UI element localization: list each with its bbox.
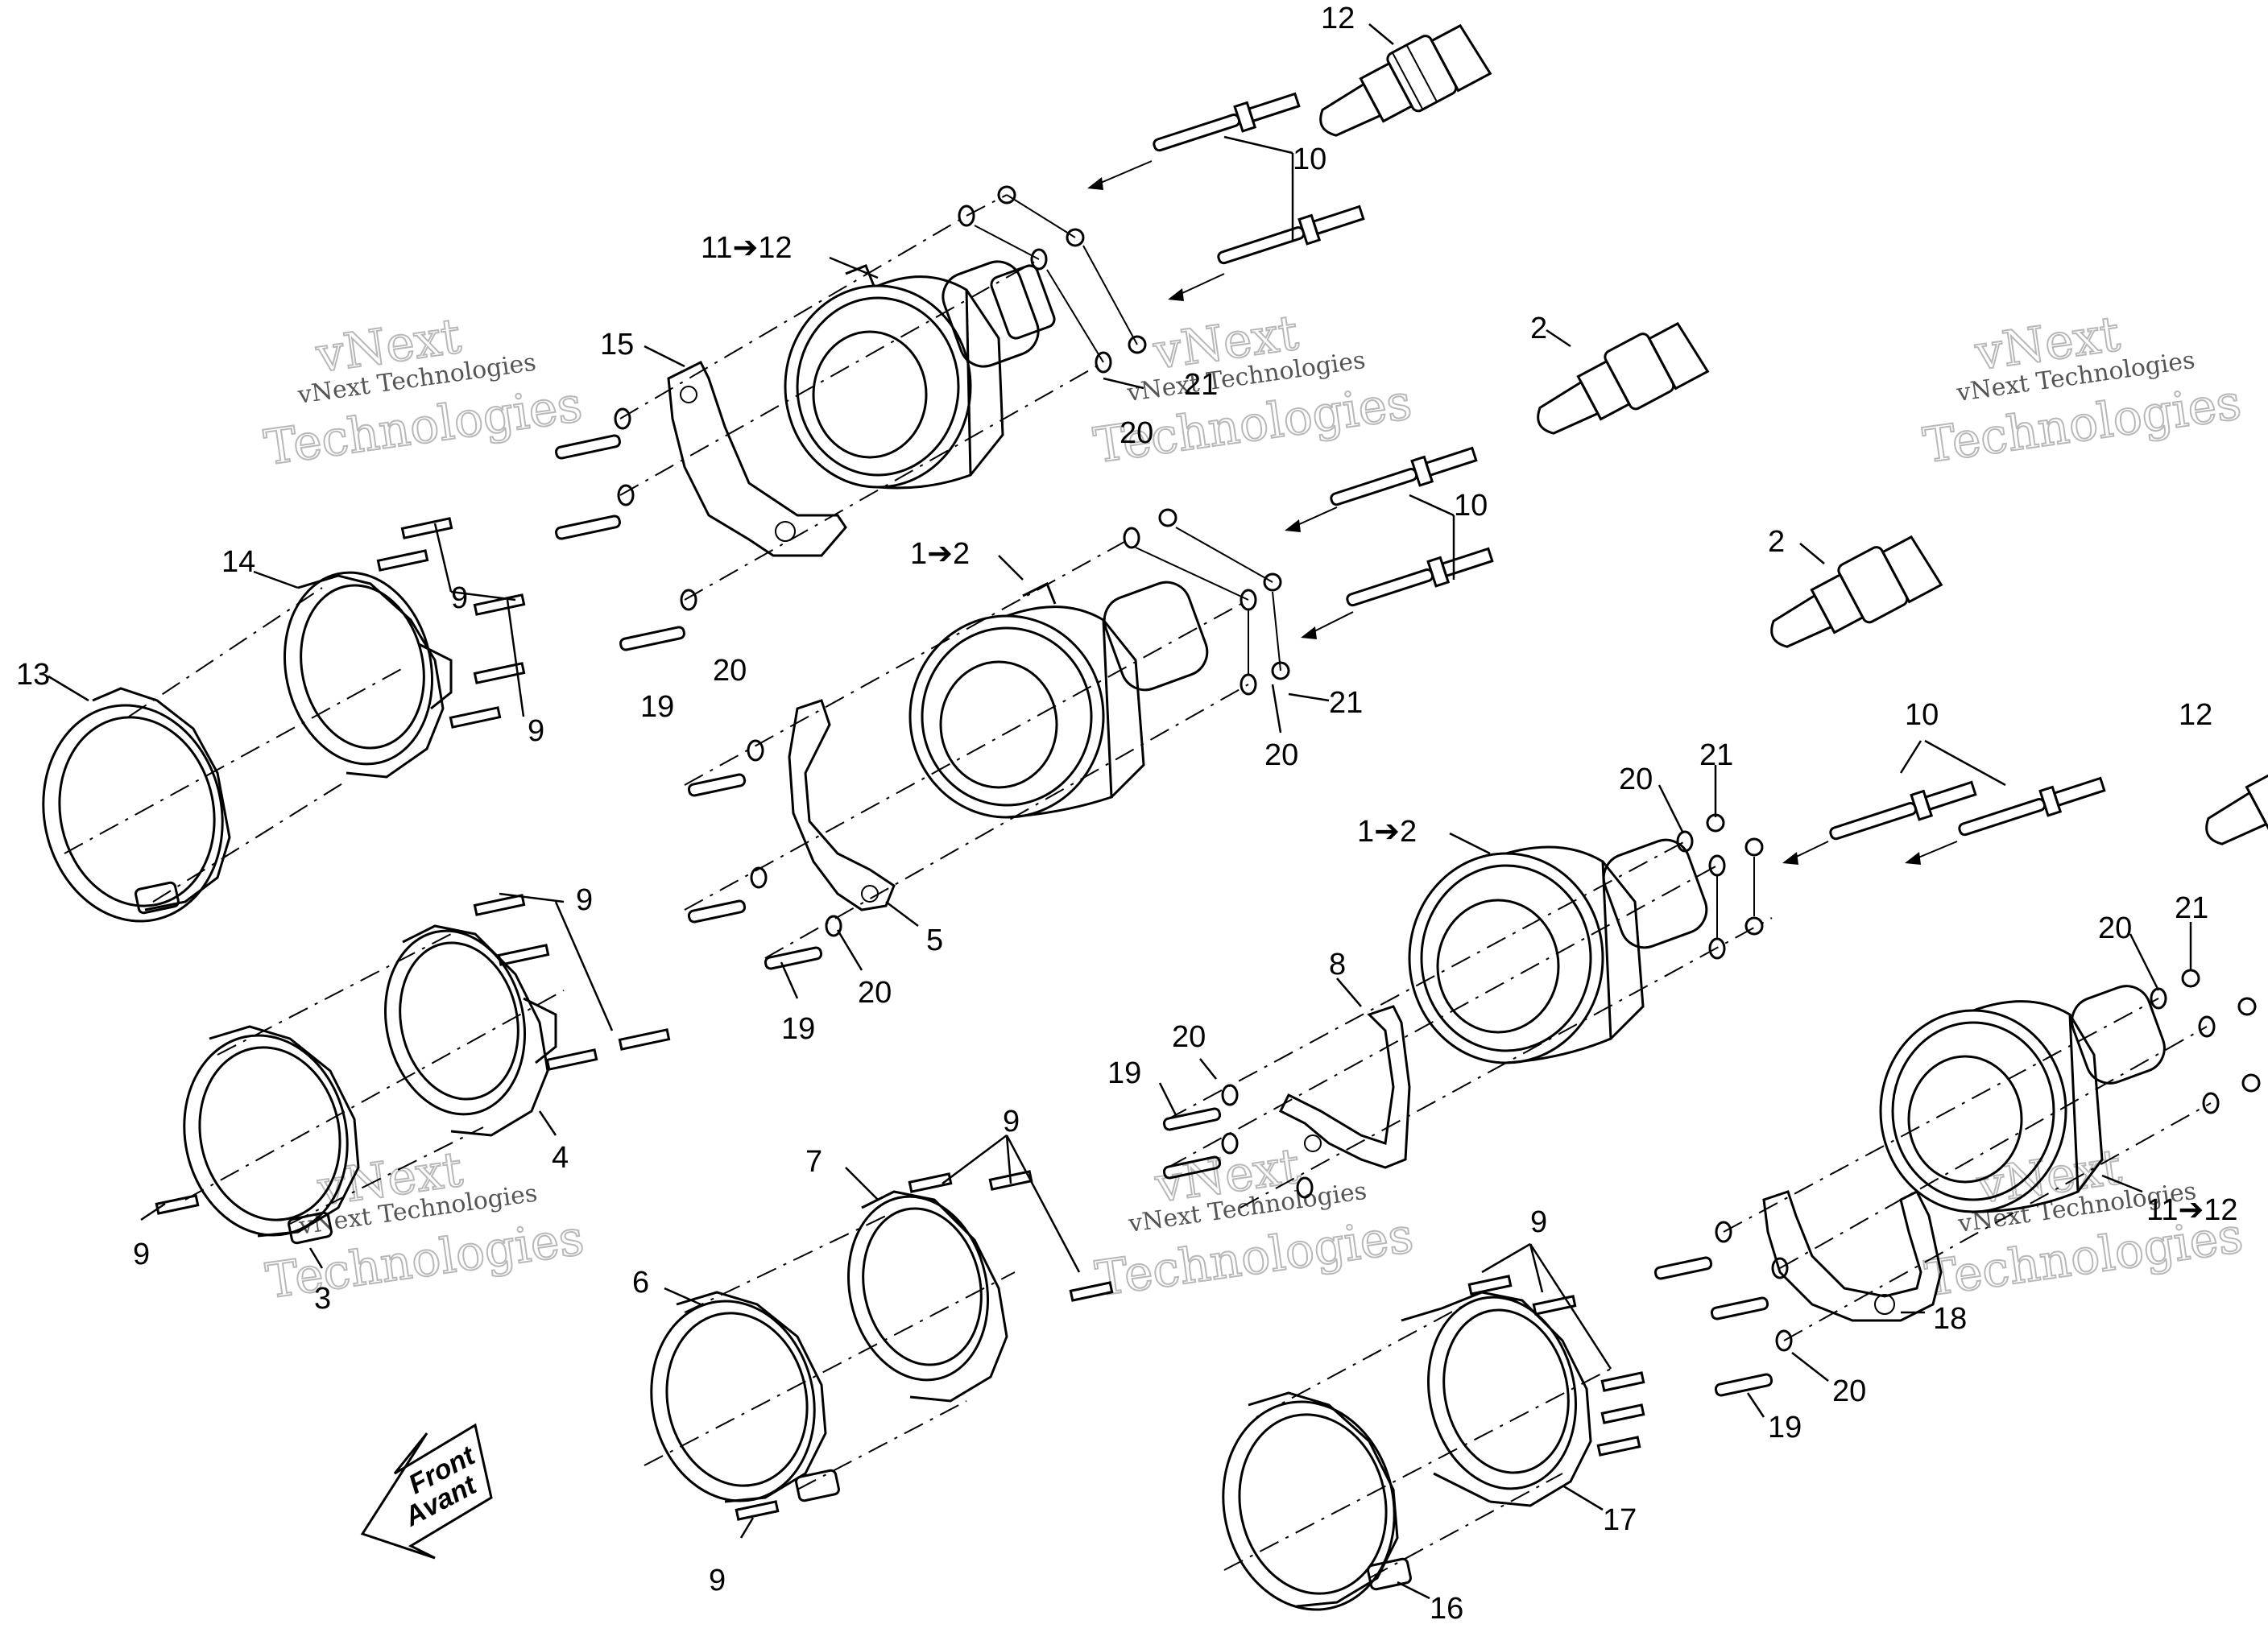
- axis-lines-mid: [684, 527, 1281, 959]
- callout-20: 20: [1832, 1374, 1866, 1408]
- bezel-ring-4: [383, 924, 557, 1137]
- direction-arrows: [1087, 160, 1958, 865]
- callout-1-2: 1➔2: [1357, 815, 1417, 849]
- callout-21: 21: [1184, 368, 1218, 402]
- callout-9: 9: [1003, 1105, 1020, 1139]
- bezel-ring-14: [283, 571, 453, 779]
- bulb-12-top: [1319, 23, 1492, 137]
- bracket-15: [667, 360, 847, 557]
- fasteners-rings-left: [64, 517, 526, 903]
- callout-9: 9: [133, 1238, 150, 1271]
- projector-housing-mid: [908, 581, 1209, 819]
- bulb-2-a: [1537, 321, 1710, 435]
- fasteners-far-right: [1653, 969, 2261, 1397]
- leader-lines: [48, 23, 2192, 1600]
- adjuster-screws-10-right: [1829, 776, 2106, 841]
- callout-12: 12: [1321, 2, 1355, 35]
- fasteners-right: [1162, 813, 1764, 1199]
- bezel-ring-3: [183, 1025, 360, 1245]
- bulb-2-b: [1770, 535, 1943, 648]
- bezel-ring-7: [846, 1190, 1008, 1403]
- callout-20: 20: [1120, 416, 1153, 450]
- bezel-ring-16: [1222, 1391, 1412, 1611]
- callout-11-12: 11➔12: [701, 231, 793, 265]
- callout-20: 20: [1264, 738, 1298, 772]
- callout-20: 20: [2098, 911, 2132, 945]
- callout-4: 4: [552, 1141, 569, 1175]
- callout-13: 13: [16, 658, 50, 692]
- callout-19: 19: [640, 690, 674, 724]
- callout-5: 5: [926, 924, 943, 957]
- fasteners-top: [555, 185, 1147, 651]
- callout-21: 21: [1699, 738, 1733, 772]
- callout-20: 20: [858, 976, 892, 1010]
- axis-lines-far-right: [1723, 998, 2212, 1341]
- front-direction-arrow: Front Avant: [360, 1423, 493, 1560]
- adjuster-screws-10-mid: [1330, 446, 1494, 607]
- callout-15: 15: [600, 328, 634, 362]
- callout-7: 7: [805, 1145, 822, 1179]
- fasteners-mid: [687, 508, 1290, 970]
- projector-housing-far-right: [1879, 985, 2166, 1213]
- callout-10: 10: [1454, 489, 1488, 523]
- bracket-5: [788, 699, 896, 911]
- callout-16: 16: [1430, 1592, 1463, 1626]
- callout-14: 14: [221, 545, 255, 579]
- callout-19: 19: [1768, 1411, 1802, 1444]
- callout-9: 9: [709, 1564, 726, 1597]
- callout-3: 3: [314, 1282, 331, 1316]
- watermark-top-left: vNext vNext Technologies Technologies: [260, 308, 586, 477]
- callout-1-2: 1➔2: [910, 537, 970, 571]
- callout-20: 20: [713, 654, 747, 688]
- projector-housing-right: [1408, 838, 1708, 1064]
- callout-20: 20: [1619, 763, 1653, 796]
- watermark-top-right: vNext vNext Technologies Technologies: [1919, 305, 2245, 475]
- callout-18: 18: [1933, 1302, 1967, 1336]
- callout-21: 21: [1329, 686, 1363, 720]
- axis-lines-right: [1167, 841, 1773, 1209]
- callout-17: 17: [1603, 1503, 1637, 1537]
- callout-2: 2: [1530, 312, 1547, 345]
- callout-8: 8: [1329, 948, 1346, 982]
- axis-lines-top: [619, 194, 1138, 601]
- adjuster-screws-10-top: [1153, 92, 1365, 265]
- bulb-12-right: [2205, 770, 2268, 845]
- fasteners-rings-bottom-right: [1223, 1275, 1645, 1579]
- callout-9: 9: [576, 883, 593, 917]
- callout-10: 10: [1293, 143, 1326, 176]
- projector-housing-top: [784, 260, 1056, 490]
- callout-6: 6: [632, 1266, 649, 1300]
- fasteners-rings-mid-left: [155, 894, 671, 1225]
- bracket-18: [1762, 1189, 1943, 1322]
- fasteners-rings-bottom-center: [644, 1170, 1114, 1521]
- callout-labels: 12 10 11➔12 15 21 20 2 2 14 9 9 13 19 20…: [16, 2, 2238, 1626]
- watermark-bottom-center: vNext vNext Technologies Technologies: [1091, 1137, 1418, 1308]
- bracket-8: [1278, 1005, 1411, 1169]
- callout-9: 9: [528, 714, 544, 748]
- callout-10: 10: [1905, 698, 1939, 732]
- bezel-ring-13: [42, 687, 231, 923]
- callout-2: 2: [1768, 525, 1785, 559]
- callout-20: 20: [1172, 1020, 1206, 1054]
- callout-19: 19: [1107, 1056, 1141, 1090]
- callout-9: 9: [1530, 1205, 1547, 1239]
- callout-11-12: 11➔12: [2146, 1193, 2238, 1227]
- callout-21: 21: [2175, 891, 2208, 925]
- bezel-ring-6: [650, 1291, 840, 1503]
- bezel-ring-17: [1401, 1291, 1592, 1507]
- callout-12: 12: [2179, 698, 2212, 732]
- callout-9: 9: [451, 581, 468, 615]
- callout-19: 19: [781, 1012, 815, 1046]
